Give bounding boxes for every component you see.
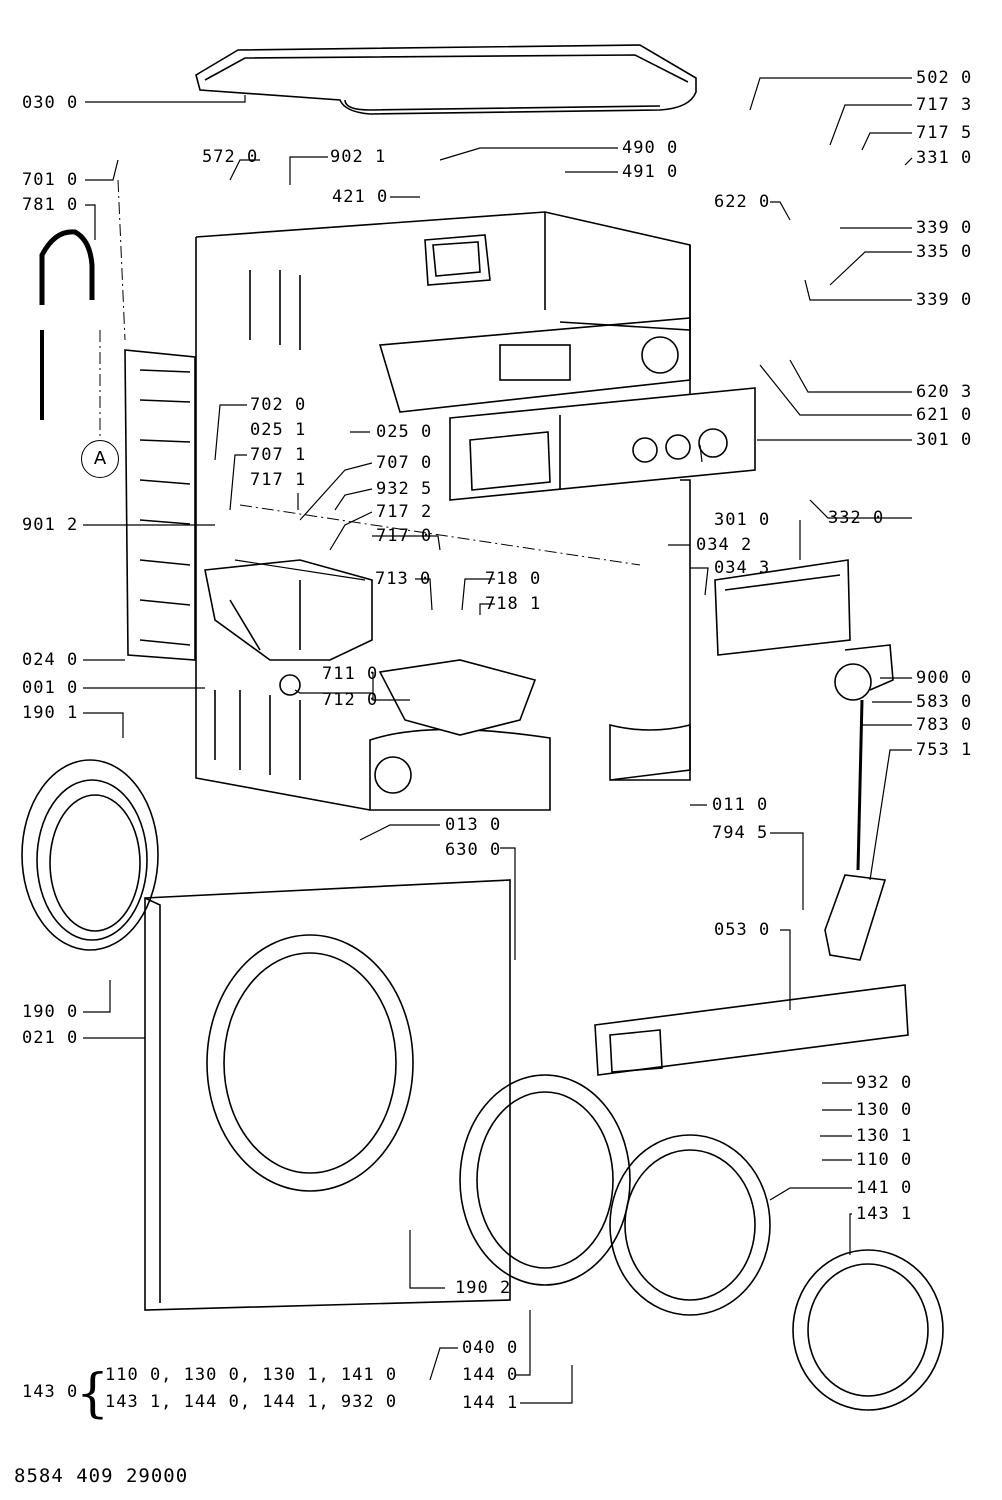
part-label-001: 001 0 <box>22 678 79 698</box>
part-label-110-0: 110 0 <box>856 1150 913 1170</box>
part-label-717-1: 717 1 <box>250 470 307 490</box>
part-label-190-2: 190 2 <box>455 1278 512 1298</box>
part-label-717-5: 717 5 <box>916 123 973 143</box>
part-label-900: 900 0 <box>916 668 973 688</box>
door-seal-190 <box>21 759 159 951</box>
front-frame-rail <box>609 479 691 781</box>
kit-brace: { <box>76 1364 110 1424</box>
part-label-717-0: 717 0 <box>376 526 433 546</box>
part-label-713: 713 0 <box>375 569 432 589</box>
part-label-144-1: 144 1 <box>462 1393 519 1413</box>
part-label-011: 011 0 <box>712 795 769 815</box>
part-label-490: 490 0 <box>622 138 679 158</box>
part-label-130-0: 130 0 <box>856 1100 913 1120</box>
part-label-783: 783 0 <box>916 715 973 735</box>
part-label-718-0: 718 0 <box>485 569 542 589</box>
kickplate-053 <box>594 984 909 1076</box>
part-label-702: 702 0 <box>250 395 307 415</box>
part-label-130-1: 130 1 <box>856 1126 913 1146</box>
part-label-622: 622 0 <box>714 192 771 212</box>
document-number: 8584 409 29000 <box>14 1465 189 1487</box>
callout-a-circle: A <box>81 440 119 478</box>
part-label-621: 621 0 <box>916 405 973 425</box>
side-panel-024 <box>124 349 196 661</box>
part-label-781: 781 0 <box>22 195 79 215</box>
part-label-339-b: 339 0 <box>916 290 973 310</box>
part-label-718-1: 718 1 <box>485 594 542 614</box>
kit-contents-line-2: 143 1, 144 0, 144 1, 932 0 <box>105 1392 398 1412</box>
part-label-034-3: 034 3 <box>714 558 771 578</box>
dispenser-711 <box>204 559 373 696</box>
part-label-301-a: 301 0 <box>916 430 973 450</box>
hose-783 <box>856 699 864 871</box>
part-label-339-a: 339 0 <box>916 218 973 238</box>
part-label-025-1: 025 1 <box>250 420 307 440</box>
part-label-053: 053 0 <box>714 920 771 940</box>
part-label-013: 013 0 <box>445 815 502 835</box>
part-label-717-2: 717 2 <box>376 502 433 522</box>
part-label-021: 021 0 <box>22 1028 79 1048</box>
part-label-301-b: 301 0 <box>714 510 771 530</box>
part-label-932-0: 932 0 <box>856 1073 913 1093</box>
part-label-902: 902 1 <box>330 147 387 167</box>
part-label-335: 335 0 <box>916 242 973 262</box>
inlet-hose-781 <box>39 229 95 420</box>
door-ring-190-2 <box>459 1074 631 1286</box>
part-label-034-2: 034 2 <box>696 535 753 555</box>
door-ring-143 <box>792 1249 944 1411</box>
part-label-583: 583 0 <box>916 692 973 712</box>
part-label-901: 901 2 <box>22 515 79 535</box>
part-label-630: 630 0 <box>445 840 502 860</box>
part-label-753: 753 1 <box>916 740 973 760</box>
kit-part-label: 143 0 <box>22 1382 79 1402</box>
part-label-190-1: 190 1 <box>22 703 79 723</box>
part-label-491: 491 0 <box>622 162 679 182</box>
part-label-025-0: 025 0 <box>376 422 433 442</box>
part-label-932-5: 932 5 <box>376 479 433 499</box>
pressure-chamber-753 <box>824 874 887 961</box>
part-label-717-3: 717 3 <box>916 95 973 115</box>
part-label-332: 332 0 <box>828 508 885 528</box>
part-label-331: 331 0 <box>916 148 973 168</box>
part-label-707-0: 707 0 <box>376 453 433 473</box>
part-label-144-0: 144 0 <box>462 1365 519 1385</box>
door-glass-141 <box>609 1134 771 1316</box>
part-label-190-0: 190 0 <box>22 1002 79 1022</box>
part-label-712: 712 0 <box>322 690 379 710</box>
control-panel-301 <box>449 387 756 501</box>
front-panel-021 <box>144 879 511 1311</box>
part-label-701: 701 0 <box>22 170 79 190</box>
part-label-711: 711 0 <box>322 664 379 684</box>
part-label-143-1: 143 1 <box>856 1204 913 1224</box>
part-label-040: 040 0 <box>462 1338 519 1358</box>
drawer-front-301 <box>714 559 851 656</box>
part-label-502: 502 0 <box>916 68 973 88</box>
electronic-board <box>378 317 691 413</box>
part-label-572: 572 0 <box>202 147 259 167</box>
kit-contents-line-1: 110 0, 130 0, 130 1, 141 0 <box>105 1365 398 1385</box>
pressure-switch-900 <box>834 644 894 701</box>
part-label-141-0: 141 0 <box>856 1178 913 1198</box>
part-label-030: 030 0 <box>22 93 79 113</box>
part-label-620-3: 620 3 <box>916 382 973 402</box>
drawer-712 <box>378 659 537 736</box>
cabinet-body <box>195 211 691 811</box>
part-label-421: 421 0 <box>332 187 389 207</box>
part-label-707-1: 707 1 <box>250 445 307 465</box>
part-label-794: 794 5 <box>712 823 769 843</box>
top-lid-030 <box>195 44 697 115</box>
part-label-024: 024 0 <box>22 650 79 670</box>
